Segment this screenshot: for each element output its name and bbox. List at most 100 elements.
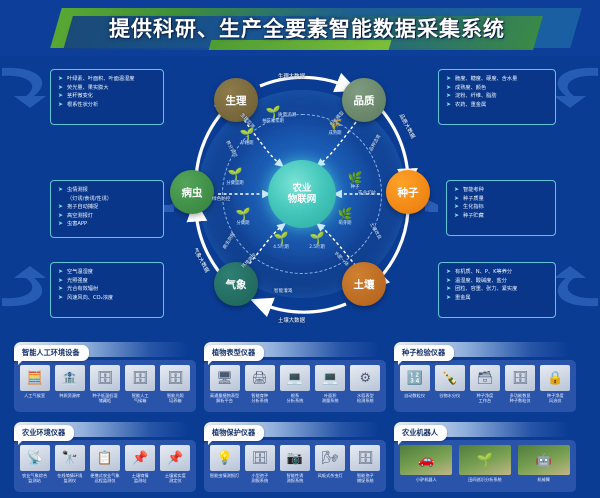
product-item[interactable]: 🖥高通量植物表型 解析平台 (208, 365, 242, 404)
chevron-right-icon: ➤ (58, 75, 64, 82)
rice-plant-icon: 🌱 (235, 207, 251, 221)
connector-pest-bar (164, 205, 174, 212)
node-pest[interactable]: 病虫 (170, 170, 214, 214)
chevron-right-icon: ➤ (454, 203, 460, 211)
panel-items: 💡智能虫情测报灯 🗄小型孢子 测报系统 📷智能性诱 测报系统 🌬风吸式杀虫灯 🗄… (204, 440, 386, 492)
product-item[interactable]: 💻根系 分析系统 (278, 365, 312, 404)
product-item[interactable]: 🚗小驴机器人 (398, 445, 454, 482)
chevron-right-icon: ➤ (446, 293, 452, 301)
arc-label-quality-trace: 质量追溯 (278, 113, 297, 118)
rice-plant-icon: 🌱 (239, 127, 255, 141)
hub-line-2: 物联网 (287, 194, 317, 205)
product-item[interactable]: 🗄多功能数显 种子数粒仪 (503, 365, 537, 404)
hub-line-1: 农业 (292, 183, 312, 194)
field-patrol-photo-icon: 🌱 (458, 445, 511, 475)
left-swoosh-decoration (2, 67, 46, 307)
product-item[interactable]: 🌱田间巡识分析系统 (457, 445, 513, 482)
panel-items: 🧮人工气候室 🏦种质资源库 🗄种子低温低湿 储藏柜 🗄智能人工 气候箱 🗄智能光… (14, 360, 196, 412)
moisture-meter-icon: 🍾 (434, 365, 465, 391)
seed-blower-icon: 🔒 (540, 365, 571, 391)
info-item: ➤根系性状分析 (58, 100, 99, 108)
product-item[interactable]: 🏦种质资源库 (53, 365, 87, 398)
rice-plant-icon: 🌱 (227, 167, 243, 181)
panel-title: 农业机器人 (394, 425, 447, 445)
hub-agricultural-iot: 农业 物联网 (268, 160, 336, 228)
info-item: ➤温湿度、酸碱度、盐分 (446, 276, 507, 284)
product-item[interactable]: 🗄智能光照 培养箱 (158, 365, 192, 404)
product-item[interactable]: 📡农业气象综合 监测站 (18, 445, 52, 484)
stage-heading: 🌱 抽花灌浆期 (256, 106, 290, 125)
chevron-right-icon: ➤ (454, 186, 460, 193)
product-item[interactable]: 🔢自动数粒仪 (398, 365, 432, 398)
product-item[interactable]: 📋便携式农业气象 远程监测仪 (88, 445, 122, 484)
node-physiology[interactable]: 生理 (214, 78, 258, 122)
info-item: ➤淀粉、纤维、脂肪 (446, 92, 497, 100)
product-item[interactable]: 📌土壤墒情 监测站 (123, 445, 157, 484)
info-item: ➤智能考种 (454, 186, 484, 193)
info-item: ➤茎秆微变化 (58, 92, 93, 100)
product-item[interactable]: 🗄智能人工 气候箱 (123, 365, 157, 404)
info-item: ➤叶绿素、叶面积、叶面温湿度 (58, 75, 135, 82)
chevron-right-icon: ➤ (58, 83, 64, 91)
product-item[interactable]: 📷智能性诱 测报系统 (278, 445, 312, 484)
product-item[interactable]: 🗄小型孢子 测报系统 (243, 445, 277, 484)
product-item[interactable]: 🧮人工气候室 (18, 365, 52, 398)
product-item[interactable]: 🗄种子低温低湿 储藏柜 (88, 365, 122, 404)
stage-tillering-peak: 🌱 分蘖盛期 (218, 167, 252, 187)
product-item[interactable]: 🔭在线墒情环境 监测仪 (53, 445, 87, 484)
growth-chamber-icon: 🧮 (19, 365, 50, 391)
page-header-banner: 提供科研、生产全要素智能数据采集系统 (0, 0, 600, 56)
soil-compaction-meter-icon: 📌 (160, 445, 191, 471)
root-analysis-icon: 💻 (279, 365, 310, 391)
product-panel-plant-protect: 植物保护仪器 💡智能虫情测报灯 🗄小型孢子 测报系统 📷智能性诱 测报系统 🌬风… (204, 420, 386, 492)
panel-title: 农业环境仪器 (14, 425, 75, 445)
pest-lamp-icon: 💡 (209, 445, 240, 471)
info-item: ➤有机质、N、P、K等养分 (446, 268, 513, 275)
chevron-right-icon: ➤ (58, 285, 64, 293)
chevron-right-icon: ➤ (58, 92, 64, 100)
node-soil[interactable]: 土壤 (342, 262, 386, 306)
chevron-right-icon: ➤ (446, 276, 452, 284)
arc-label-agri-slice: 农业切片 (358, 191, 377, 196)
info-box-quality: ➤脆度、糖度、硬度、含水量 ➤成熟度、颜色 ➤淀粉、纤维、脂肪 ➤农药、重金属 (438, 69, 556, 125)
soil-station-icon: 📌 (125, 445, 156, 471)
product-item[interactable]: 🍾谷物水分仪 (433, 365, 467, 398)
panel-items: 🔢自动数粒仪 🍾谷物水分仪 🗃种子净度 工作台 🗄多功能数显 种子数粒仪 🔒种子… (394, 360, 576, 412)
product-item[interactable]: 📌土壤紧实度 测定仪 (158, 445, 192, 484)
stage-germination: 🌿 萌芽期 (328, 208, 362, 227)
node-quality[interactable]: 品质 (342, 78, 386, 122)
product-item[interactable]: 💡智能虫情测报灯 (208, 445, 242, 478)
info-item: （灯诱/食诱/性诱） (67, 195, 112, 202)
product-item[interactable]: 💻叶面积 测量系统 (313, 365, 347, 404)
stage-seed-grain: 🌿 种子 (338, 172, 372, 191)
breeding-scanner-icon: 🖨 (244, 365, 275, 391)
stage-leaf45: 🌱 4.5叶期 (264, 232, 298, 251)
chevron-right-icon: ➤ (454, 211, 460, 219)
node-weather[interactable]: 气象 (214, 262, 258, 306)
product-item[interactable]: 🗃种子净度 工作台 (468, 365, 502, 404)
robot-photo-icon: 🚗 (400, 445, 453, 475)
arc-label-soil-bigdata: 土壤大数据 (278, 318, 305, 324)
info-item: ➤高空测报灯 (58, 211, 93, 219)
iot-cycle-wheel: 🌱 抽花灌浆期 🌾 成熟期 🌱 孕穗期 🌱 分蘖盛期 🌱 分蘖期 🌱 4.5叶期… (170, 60, 430, 332)
info-item: ➤种子质量 (454, 194, 484, 202)
product-item[interactable]: ⚙水稻表型 检测系统 (348, 365, 382, 404)
info-item: ➤团粒、容重、张力、紧实度 (446, 285, 518, 293)
pheromone-trap-icon: 📷 (279, 445, 310, 471)
node-seed[interactable]: 种子 (386, 170, 430, 214)
leaf-area-meter-icon: 💻 (315, 365, 346, 391)
info-item: ➤农药、重金属 (446, 100, 487, 108)
product-item[interactable]: 🗄智能孢子 捕捉系统 (348, 445, 382, 484)
product-item[interactable]: 🔒种子净度 风选仪 (538, 365, 572, 404)
product-item[interactable]: 🌬风吸式杀虫灯 (313, 445, 347, 478)
chevron-right-icon: ➤ (58, 203, 64, 211)
product-item[interactable]: 🤖机械臂 (516, 445, 572, 482)
stage-booting: 🌱 孕穗期 (230, 127, 264, 147)
info-item: ➤空气温湿度 (58, 268, 93, 275)
arc-label-smart-irrigation: 智能灌溉 (274, 289, 293, 294)
right-swoosh-decoration (554, 67, 598, 307)
panel-items: 📡农业气象综合 监测站 🔭在线墒情环境 监测仪 📋便携式农业气象 远程监测仪 📌… (14, 440, 196, 492)
chevron-right-icon: ➤ (58, 211, 64, 219)
product-item[interactable]: 🖨智能育种 分析系统 (243, 365, 277, 404)
soil-moisture-sensor-icon: 🔭 (54, 445, 85, 471)
